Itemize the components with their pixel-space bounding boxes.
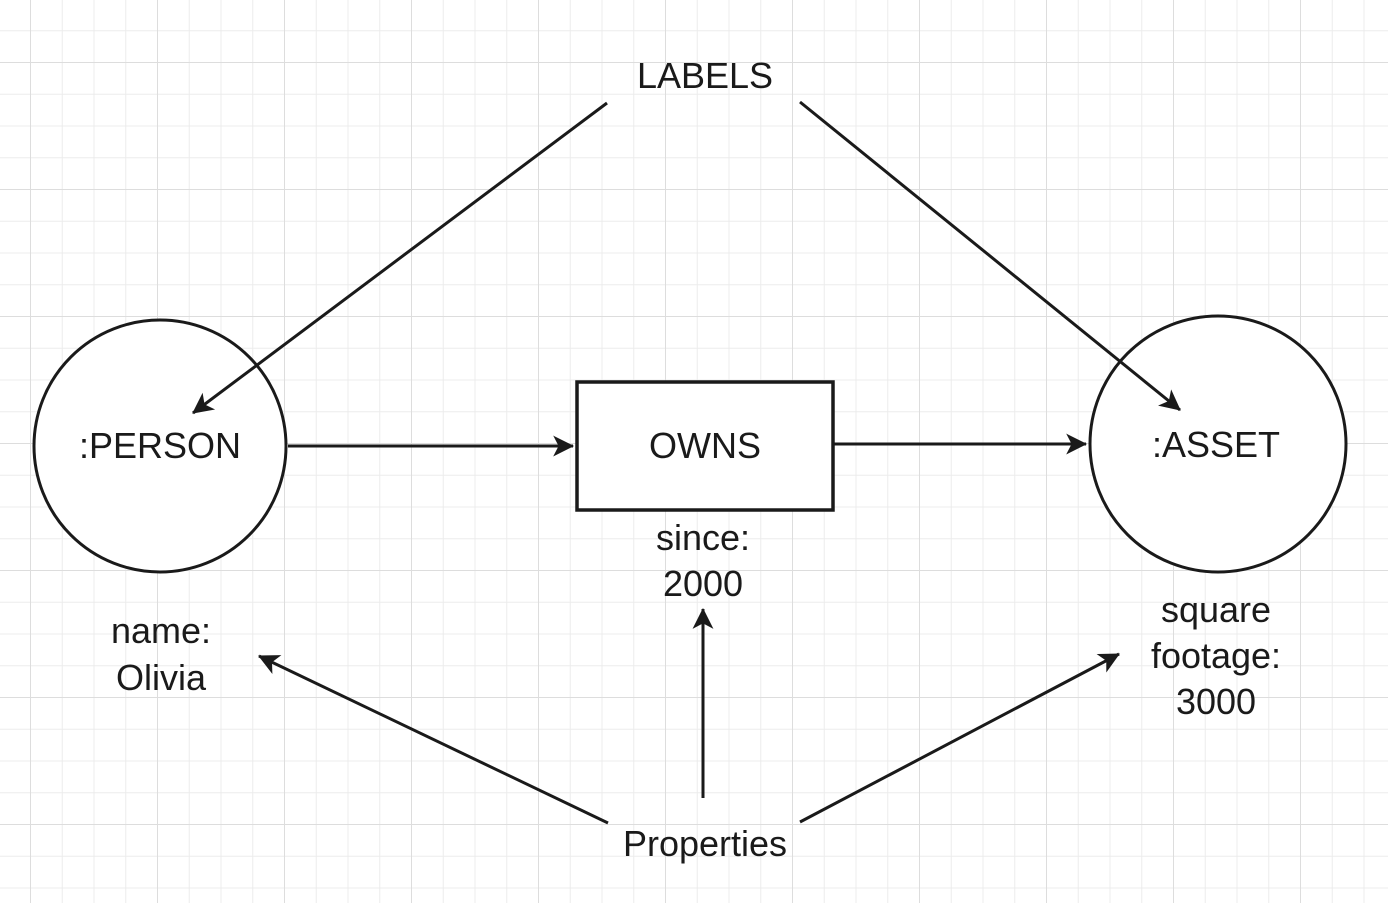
person-property-value: Olivia [116,657,207,698]
labels-annotation-title: LABELS [637,55,773,96]
owns-property-text: since: 2000 [656,517,750,604]
properties-annotation-title: Properties [623,823,787,864]
asset-node-label: :ASSET [1152,424,1280,465]
asset-property-text: square footage: 3000 [1151,589,1281,722]
arrow-labels-to-person [192,101,608,415]
asset-property-key-line1: square [1161,589,1271,630]
owns-property-key: since: [656,517,750,558]
person-property-text: name: Olivia [111,610,211,698]
owns-property-value: 2000 [663,563,743,604]
asset-property-key-line2: footage: [1151,635,1281,676]
owns-relationship-label: OWNS [649,425,761,466]
person-node-label: :PERSON [79,425,241,466]
arrow-properties-to-asset-property [799,652,1120,824]
arrow-properties-to-person-property [258,654,609,825]
asset-node-circle [1088,314,1348,574]
asset-property-value: 3000 [1176,681,1256,722]
person-node-circle [32,318,288,574]
arrow-labels-to-asset [799,100,1181,412]
owns-relationship-box [575,380,835,512]
person-property-key: name: [111,610,211,651]
